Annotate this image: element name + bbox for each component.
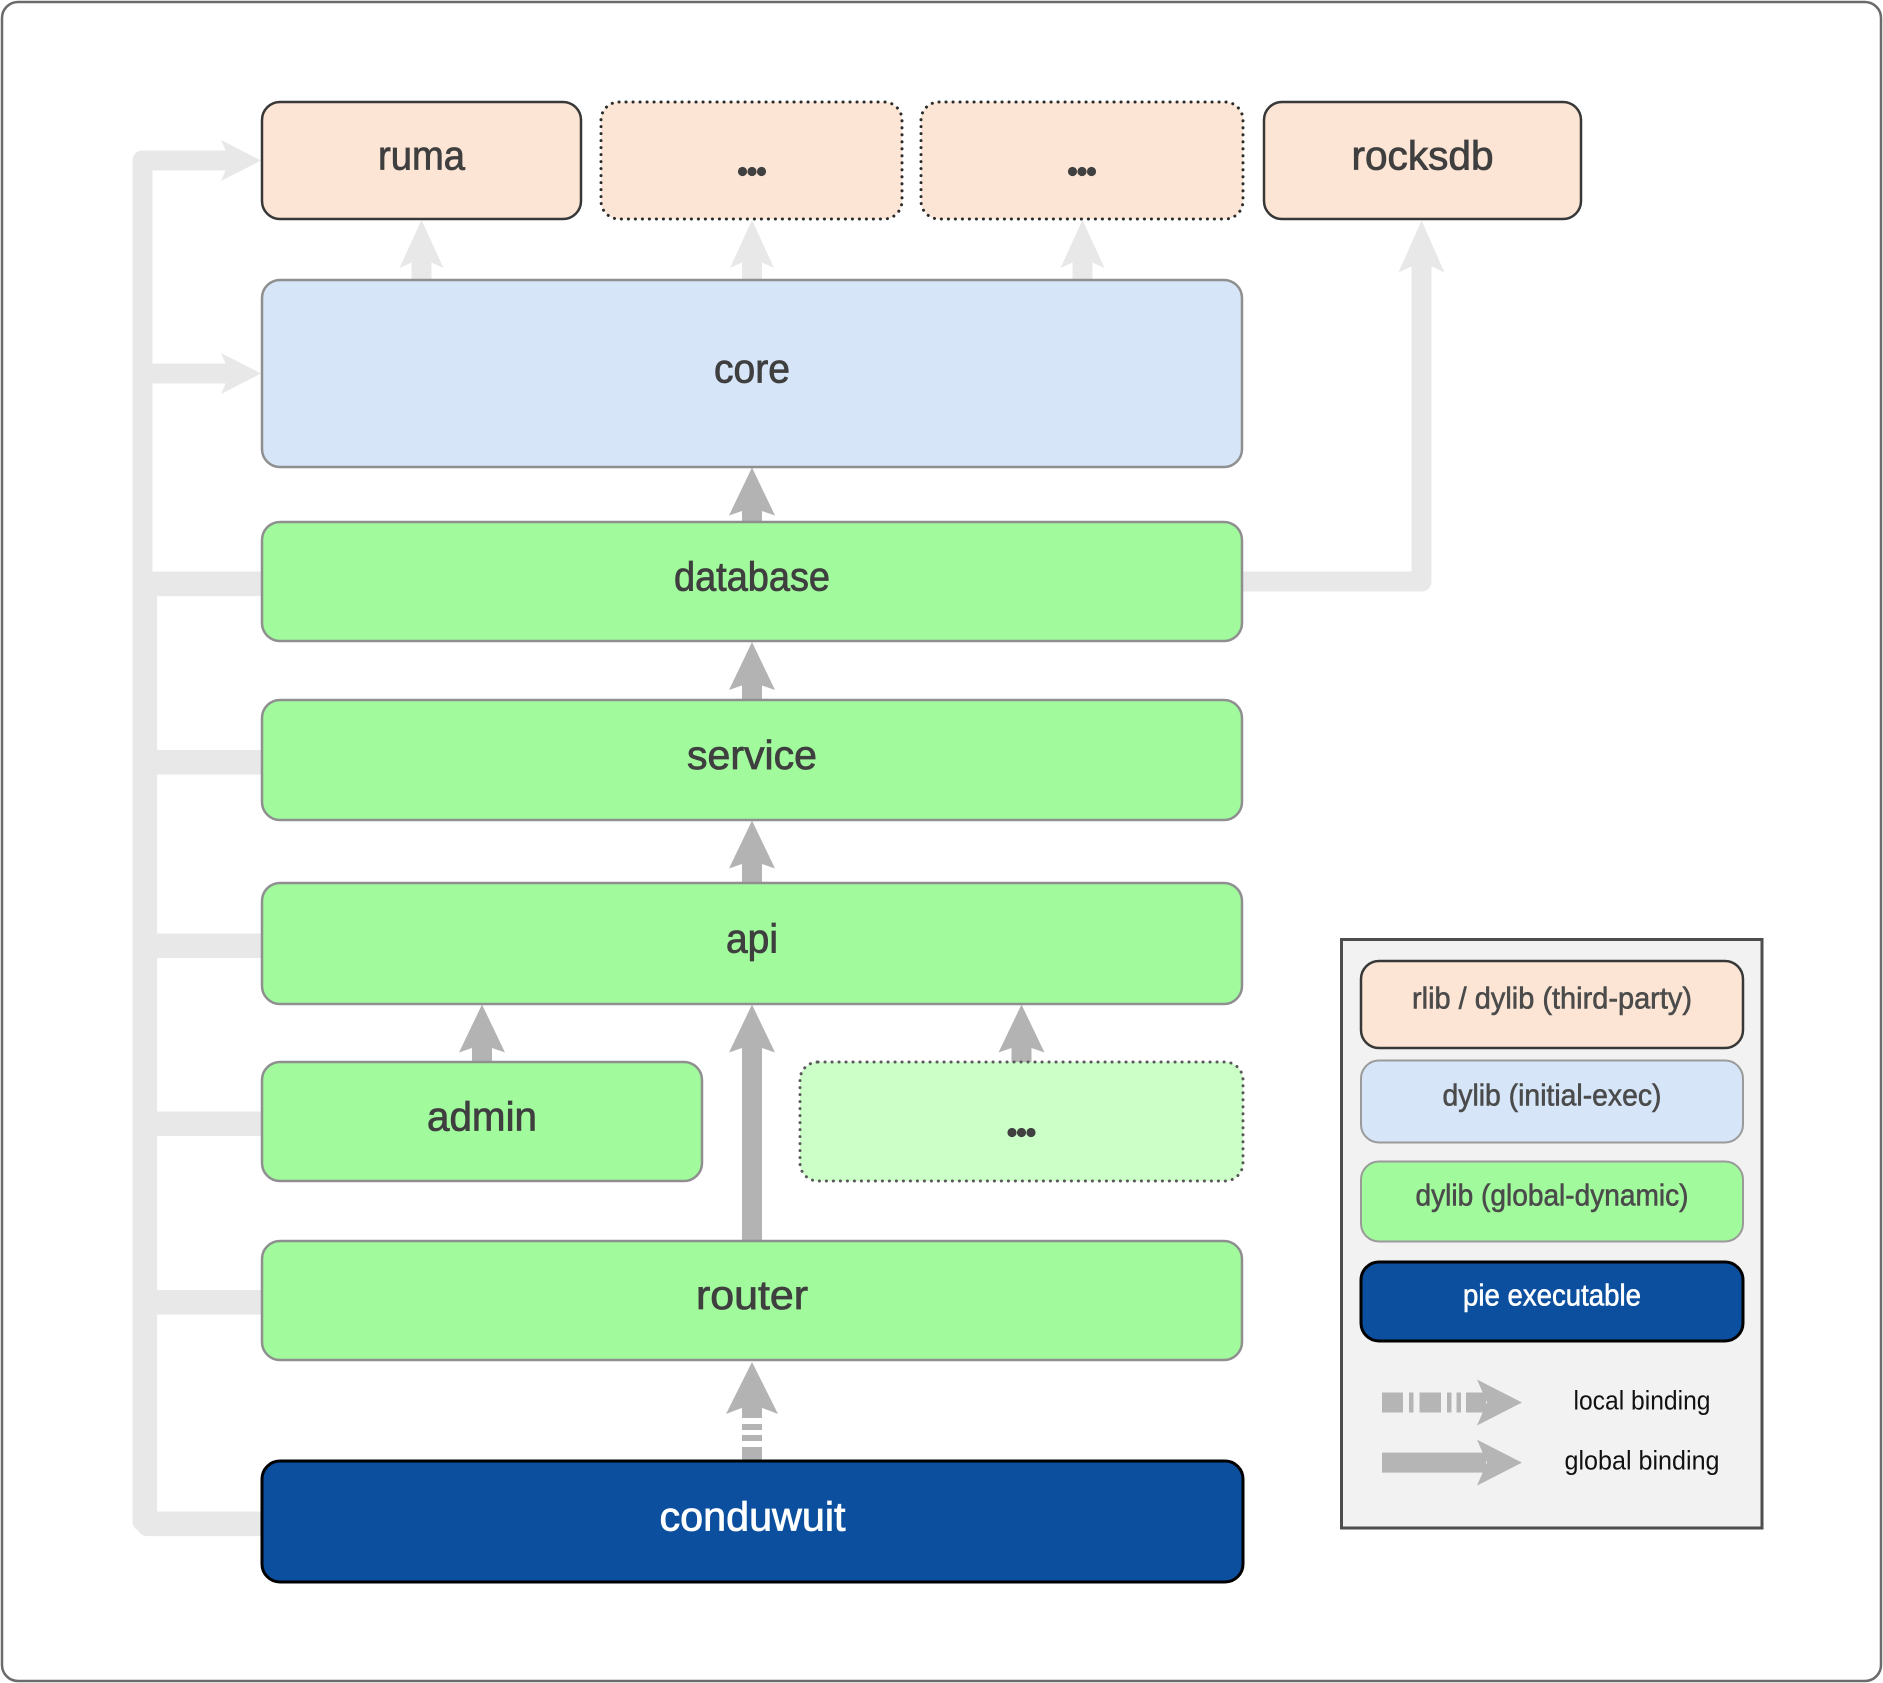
svg-text:router: router: [696, 1272, 808, 1318]
svg-text:pie executable: pie executable: [1463, 1278, 1641, 1313]
svg-text:rocksdb: rocksdb: [1352, 133, 1494, 179]
svg-text:local binding: local binding: [1574, 1386, 1711, 1416]
svg-text:conduwuit: conduwuit: [660, 1494, 847, 1540]
svg-text:rlib / dylib (third-party): rlib / dylib (third-party): [1412, 981, 1692, 1016]
svg-text:dylib (initial-exec): dylib (initial-exec): [1443, 1078, 1662, 1113]
svg-text:api: api: [726, 916, 778, 962]
svg-text:service: service: [687, 732, 817, 778]
svg-text:dylib (global-dynamic): dylib (global-dynamic): [1416, 1178, 1689, 1213]
svg-text:global binding: global binding: [1565, 1446, 1720, 1476]
svg-text:core: core: [714, 346, 790, 392]
svg-text:database: database: [674, 554, 830, 600]
svg-text:admin: admin: [427, 1094, 537, 1140]
svg-text:ruma: ruma: [378, 133, 465, 179]
